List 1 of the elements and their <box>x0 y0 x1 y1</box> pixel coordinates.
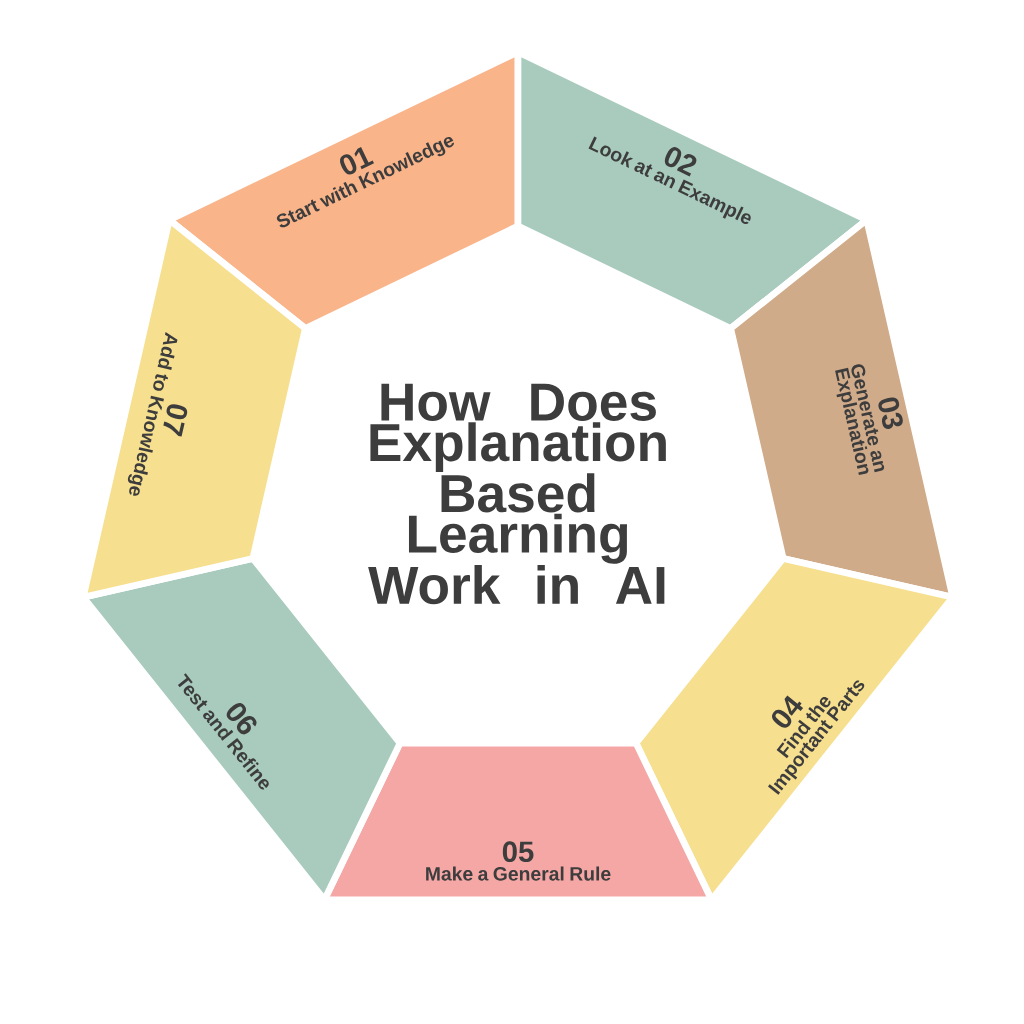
title: How Does Explanation Based Learning Work in AI <box>368 383 666 605</box>
